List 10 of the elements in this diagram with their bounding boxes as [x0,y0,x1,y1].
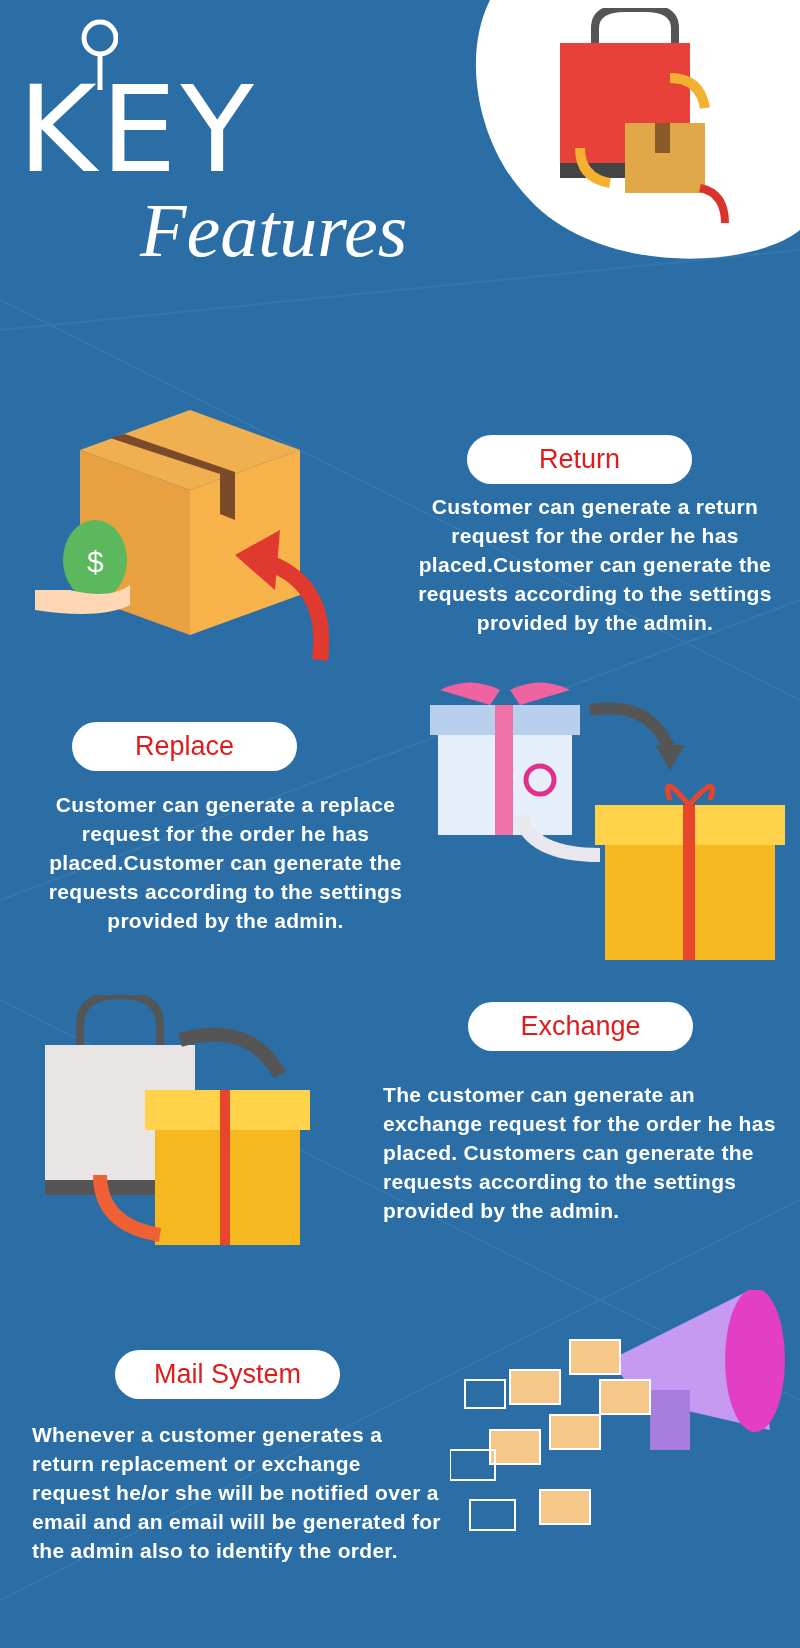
feature-description: Whenever a customer generates a return replacement or exchange request he/or she will be notified over a email and an email will be generated for the admin also to identify the order. [32,1422,442,1564]
feature-description: The customer can generate an exchange request for the order he has placed. Customers can generate the requests according to the settings provided by the admin. [383,1082,777,1224]
feature-heading: Exchange [468,1002,693,1051]
feature-description: Customer can generate a replace request for the order he has placed.Customer can generate the requests according to the settings provided by the admin. [47,792,404,934]
title-features: Features [140,187,408,274]
feature-heading: Return [467,435,692,484]
feature-heading: Mail System [115,1350,340,1399]
title-key: KEY [18,70,258,190]
feature-description: Customer can generate a return request for the order he has placed.Customer can generate the requests according to the settings provided by the admin. [417,494,773,636]
feature-heading: Replace [72,722,297,771]
